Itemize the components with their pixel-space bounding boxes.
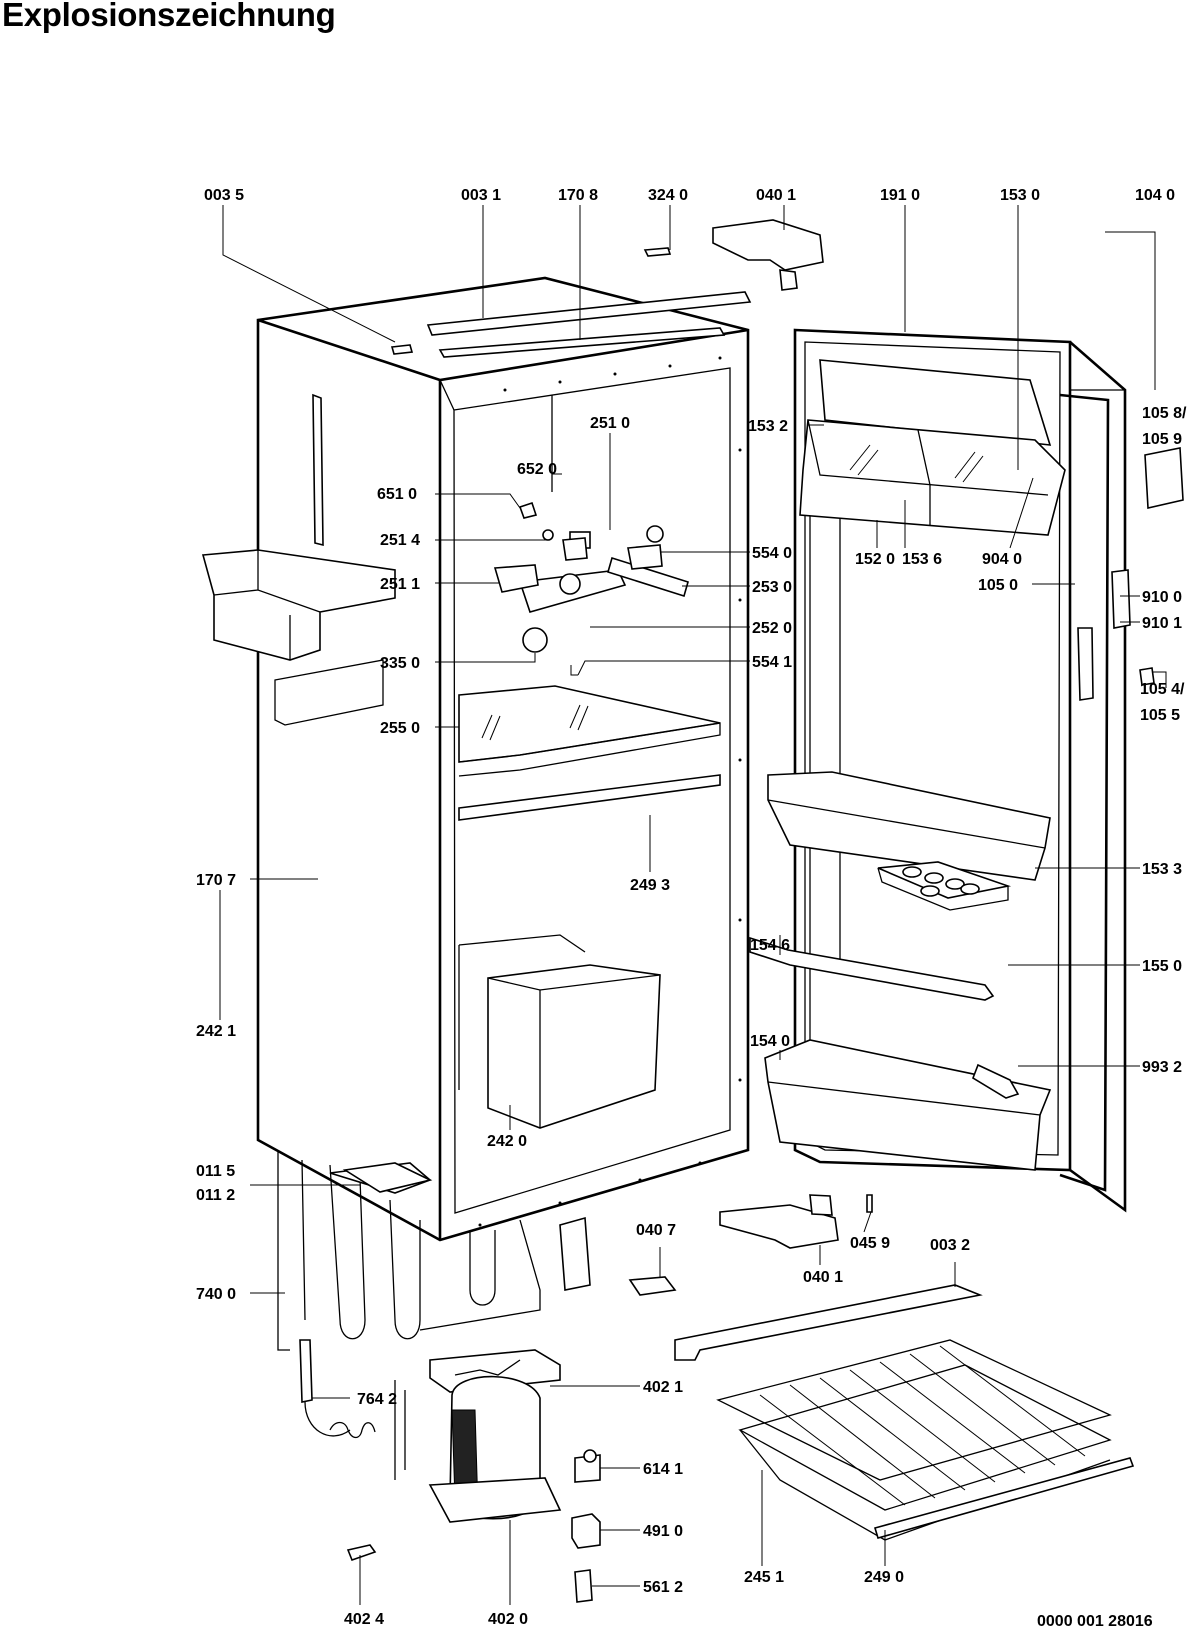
top-parts	[390, 219, 824, 358]
part-label: 170 8	[558, 187, 598, 204]
part-label: 614 1	[643, 1461, 683, 1478]
part-label: 651 0	[377, 486, 417, 503]
part-label: 242 1	[196, 1023, 236, 1040]
part-label: 003 2	[930, 1237, 970, 1254]
part-label: 652 0	[517, 461, 557, 478]
part-label: 170 7	[196, 872, 236, 889]
part-label: 242 0	[487, 1133, 527, 1150]
part-label: 249 0	[864, 1569, 904, 1586]
part-label: 561 2	[643, 1579, 683, 1596]
leader-lines	[219, 205, 1167, 1605]
cabinet	[201, 276, 750, 1242]
part-label: 491 0	[643, 1523, 683, 1540]
part-label: 402 4	[344, 1611, 384, 1628]
part-label: 105 9	[1142, 431, 1182, 448]
part-label: 993 2	[1142, 1059, 1182, 1076]
part-label: 105 0	[978, 577, 1018, 594]
part-labels: 003 5 003 1 170 8 324 0 040 1 191 0 153 …	[196, 187, 1187, 1628]
part-label: 104 0	[1135, 187, 1175, 204]
part-label: 740 0	[196, 1286, 236, 1303]
part-label: 764 2	[357, 1391, 397, 1408]
part-label: 154 6	[750, 937, 790, 954]
part-label: 040 7	[636, 1222, 676, 1239]
part-label: 011 2	[196, 1187, 235, 1204]
page-title: Explosionszeichnung	[2, 0, 336, 33]
door	[749, 231, 1184, 1213]
part-label: 245 1	[744, 1569, 784, 1586]
part-label: 040 1	[756, 187, 796, 204]
part-label: 402 1	[643, 1379, 683, 1396]
part-label: 249 3	[630, 877, 670, 894]
part-label: 105 8/	[1142, 405, 1187, 422]
part-label: 153 2	[748, 418, 788, 435]
part-label: 252 0	[752, 620, 792, 637]
part-label: 011 5	[196, 1163, 235, 1180]
part-label: 153 6	[902, 551, 942, 568]
part-label: 003 1	[461, 187, 501, 204]
part-label: 045 9	[850, 1235, 890, 1252]
part-label: 105 5	[1140, 707, 1180, 724]
part-label: 251 1	[380, 576, 420, 593]
part-label: 154 0	[750, 1033, 790, 1050]
part-label: 402 0	[488, 1611, 528, 1628]
part-label: 335 0	[380, 655, 420, 672]
part-label: 152 0	[855, 551, 895, 568]
document-number: 0000 001 28016	[1037, 1613, 1153, 1630]
part-label: 153 3	[1142, 861, 1182, 878]
part-label: 904 0	[982, 551, 1022, 568]
part-label: 554 0	[752, 545, 792, 562]
part-label: 251 0	[590, 415, 630, 432]
part-label: 910 0	[1142, 589, 1182, 606]
part-label: 255 0	[380, 720, 420, 737]
part-label: 191 0	[880, 187, 920, 204]
part-label: 153 0	[1000, 187, 1040, 204]
part-label: 251 4	[380, 532, 420, 549]
lower-assembly	[277, 1063, 1135, 1603]
part-label: 910 1	[1142, 615, 1182, 632]
frame-dots	[478, 356, 742, 1227]
part-label: 324 0	[648, 187, 688, 204]
part-label: 040 1	[803, 1269, 843, 1286]
part-label: 253 0	[752, 579, 792, 596]
part-label: 105 4/	[1140, 681, 1185, 698]
part-label: 003 5	[204, 187, 244, 204]
part-label: 155 0	[1142, 958, 1182, 975]
part-label: 554 1	[752, 654, 792, 671]
